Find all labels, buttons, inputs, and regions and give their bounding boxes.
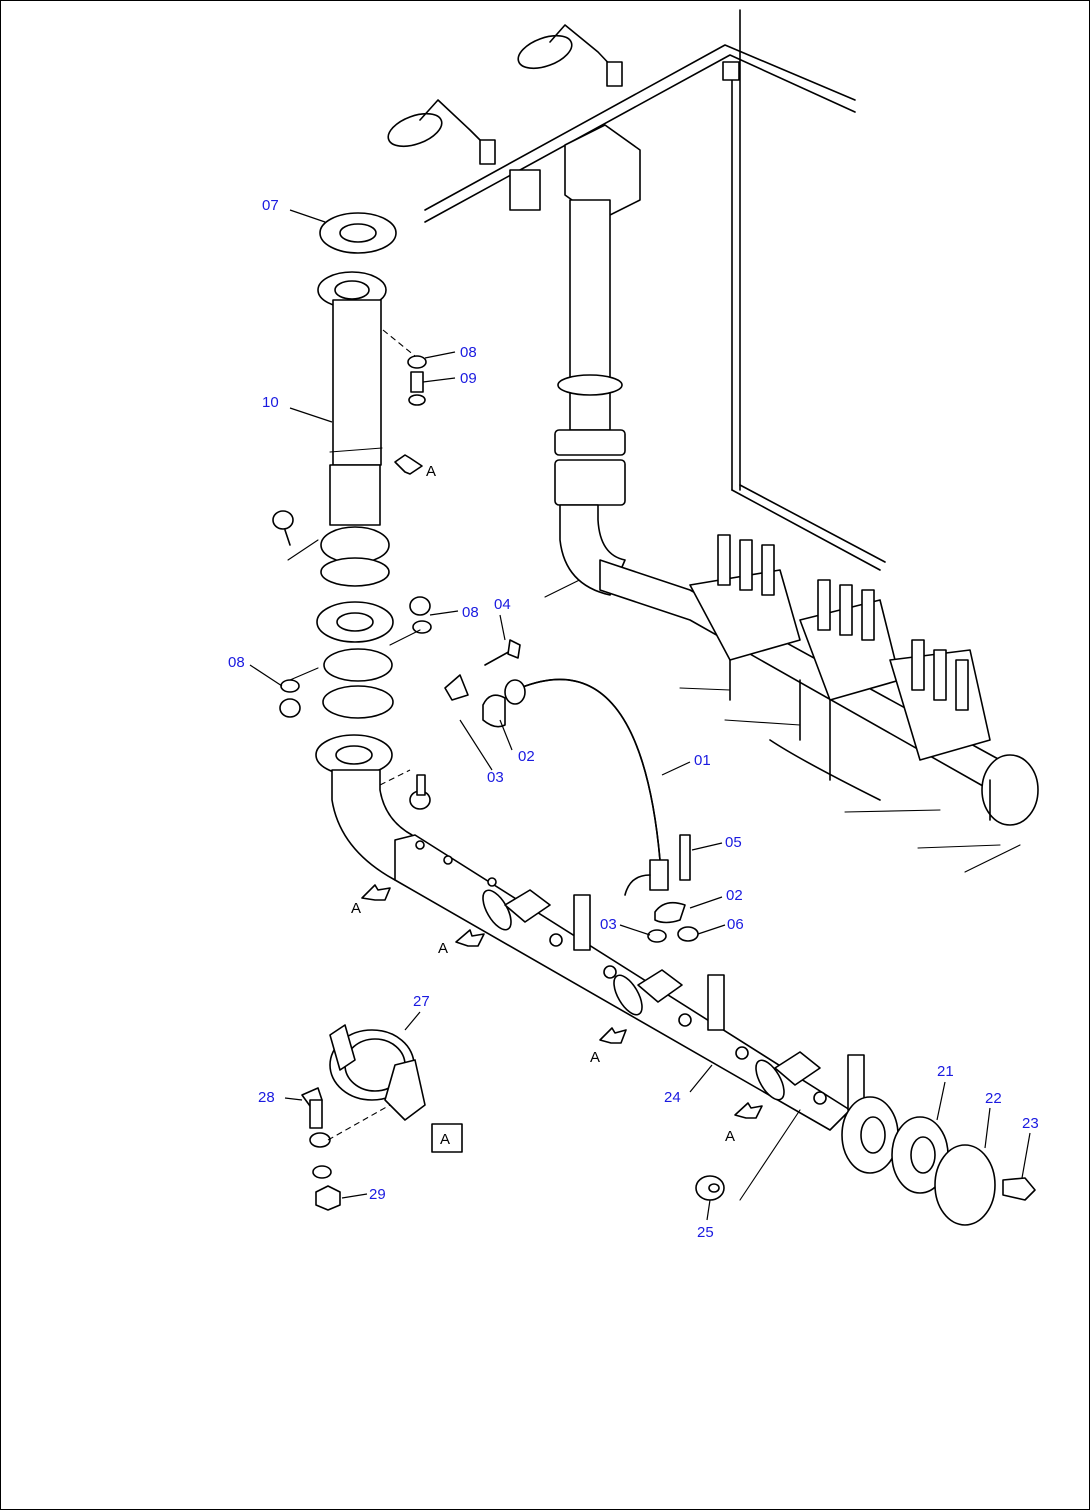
clamp-02-lower — [654, 901, 686, 924]
callout-28: 28 — [258, 1089, 275, 1106]
nut-08-right — [389, 596, 432, 646]
callout-23: 23 — [1022, 1115, 1039, 1132]
callout-22: 22 — [985, 1090, 1002, 1107]
view-a-box — [431, 1123, 463, 1153]
callout-27: 27 — [413, 993, 430, 1010]
callout-03-upper: 03 — [487, 769, 504, 786]
callout-03-lower: 03 — [600, 916, 617, 933]
bolt-08-09-upper — [382, 329, 427, 406]
clamp-02-upper — [444, 674, 506, 728]
leader-lines — [249, 209, 1031, 1221]
callout-25: 25 — [697, 1224, 714, 1241]
callout-21: 21 — [937, 1063, 954, 1080]
callout-09: 09 — [460, 370, 477, 387]
callout-24: 24 — [664, 1089, 681, 1106]
engine-manifold — [599, 534, 1039, 873]
bolt-05 — [679, 834, 691, 881]
view-mark-a-elbow: A — [351, 900, 361, 917]
bolt-04 — [484, 639, 521, 666]
float-valve-left — [387, 99, 496, 165]
hose-01 — [504, 678, 669, 896]
view-box-label: A — [440, 1131, 450, 1148]
view-mark-a-upper: A — [426, 463, 436, 480]
view-mark-a-pipe-3: A — [725, 1128, 735, 1145]
callout-06: 06 — [727, 916, 744, 933]
callout-02-lower: 02 — [726, 887, 743, 904]
callout-07: 07 — [262, 197, 279, 214]
callout-01: 01 — [694, 752, 711, 769]
nut-08-left — [279, 667, 319, 718]
pipe-10 — [317, 271, 390, 587]
gasket-07 — [319, 212, 397, 254]
nut-29 — [315, 1185, 341, 1211]
view-mark-a-pipe-2: A — [590, 1049, 600, 1066]
washer-03-lower — [647, 929, 667, 943]
header-pipe-24 — [394, 834, 865, 1131]
clamp-27 — [329, 1024, 426, 1121]
callout-10: 10 — [262, 394, 279, 411]
tank-riser-pipe — [509, 124, 641, 596]
plug-23 — [1002, 1177, 1036, 1201]
view-arrows — [361, 454, 763, 1119]
tank-frame — [424, 9, 886, 598]
callout-08-top: 08 — [460, 344, 477, 361]
callout-02-upper: 02 — [518, 748, 535, 765]
cap-25 — [695, 1109, 801, 1201]
callout-04: 04 — [494, 596, 511, 613]
bolt-lower — [379, 769, 431, 810]
cover-22 — [934, 1144, 996, 1226]
view-mark-a-pipe-1: A — [438, 940, 448, 957]
callout-29: 29 — [369, 1186, 386, 1203]
bolt-left — [272, 510, 319, 561]
nut-06 — [677, 926, 699, 942]
bolt-28 — [301, 1087, 391, 1179]
float-valve-right — [517, 24, 623, 87]
callout-05: 05 — [725, 834, 742, 851]
callout-08-left: 08 — [228, 654, 245, 671]
callout-08-right: 08 — [462, 604, 479, 621]
flange-21 — [841, 1096, 949, 1194]
flange-stack — [315, 601, 394, 776]
